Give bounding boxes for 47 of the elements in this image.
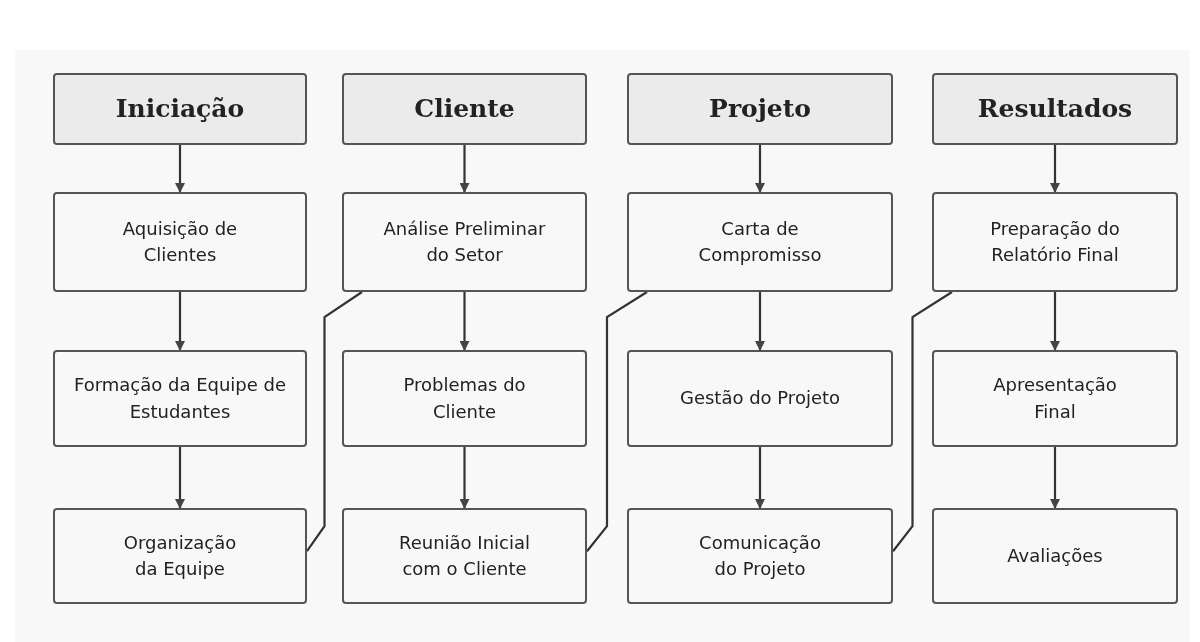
step-label: Problemas do Cliente (402, 373, 527, 424)
arrow (459, 145, 470, 193)
arrow (755, 145, 765, 193)
phase-header-box (53, 73, 307, 145)
arrow (459, 447, 470, 509)
process-box (342, 192, 587, 292)
connector-line (892, 291, 953, 552)
phase-title: Iniciação (115, 92, 245, 125)
step-label: Organização da Equipe (122, 530, 238, 581)
arrow (1050, 292, 1060, 351)
process-box (932, 192, 1178, 292)
arrow (755, 447, 765, 509)
step-label: Aquisição de Clientes (121, 216, 239, 267)
process-box (342, 508, 587, 604)
process-box (53, 350, 307, 447)
step-label: Formação da Equipe de Estudantes (72, 373, 288, 424)
arrow (755, 292, 765, 351)
arrow (1050, 447, 1060, 509)
arrow (1050, 145, 1060, 193)
phase-title: Resultados (977, 92, 1133, 125)
step-label: Apresentação Final (992, 373, 1118, 424)
step-label: Comunicação do Projeto (698, 530, 822, 581)
arrow (175, 292, 185, 351)
connector-line (306, 291, 363, 552)
process-box (627, 508, 893, 604)
process-box (627, 350, 893, 447)
phase-header-box (342, 73, 587, 145)
process-box (53, 508, 307, 604)
connector-line (586, 291, 648, 552)
phase-header-box (932, 73, 1178, 145)
phase-title: Projeto (709, 92, 811, 125)
process-box (627, 192, 893, 292)
process-box (932, 350, 1178, 447)
process-box (53, 192, 307, 292)
step-label: Reunião Inicial com o Cliente (398, 530, 531, 581)
arrow (459, 292, 470, 351)
arrow (175, 145, 185, 193)
process-box (932, 508, 1178, 604)
phase-title: Cliente (414, 92, 515, 125)
step-label: Análise Preliminar do Setor (382, 216, 547, 267)
phase-header-box (627, 73, 893, 145)
arrow (175, 447, 185, 509)
step-label: Avaliações (1007, 543, 1103, 568)
step-label: Carta de Compromisso (697, 216, 823, 267)
step-label: Preparação do Relatório Final (989, 216, 1121, 267)
step-label: Gestão do Projeto (679, 386, 841, 411)
process-box (342, 350, 587, 447)
